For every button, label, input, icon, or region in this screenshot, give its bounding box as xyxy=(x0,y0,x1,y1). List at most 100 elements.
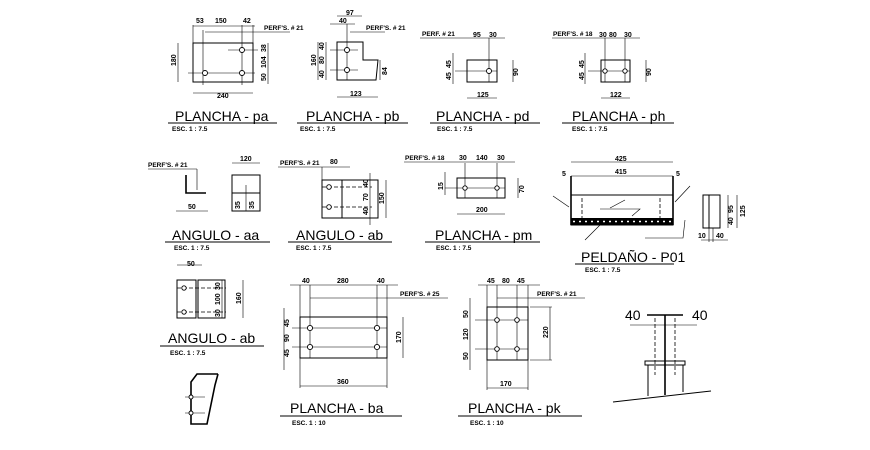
detail-title: ANGULO - ab xyxy=(296,227,383,243)
dim-label: 90 xyxy=(284,334,291,342)
perforation-label: PERF'S. # 21 xyxy=(366,25,406,32)
scale-label: ESC. 1 : 7.5 xyxy=(585,267,621,274)
scale-label: ESC. 1 : 10 xyxy=(470,420,504,427)
dim-label: 40 xyxy=(319,70,326,78)
dim-label: 84 xyxy=(382,67,389,75)
detail-plancha-pd: PERF. # 21 95 30 45 45 90 125 PLANCHA - … xyxy=(420,31,540,133)
detail-plancha-ba: 40 280 40 PERF'S. # 25 45 90 45 170 360 … xyxy=(280,278,448,427)
dim-label: 50 xyxy=(188,204,196,211)
dim-label: 160 xyxy=(236,292,243,304)
detail-post-section: 40 40 xyxy=(612,307,712,403)
dim-label: 40 xyxy=(377,278,385,285)
dim-label: 40 xyxy=(716,233,724,240)
dim-label: 30 xyxy=(497,155,505,162)
detail-plancha-pk: 45 80 45 PERF'S. # 21 50 120 50 220 170 … xyxy=(458,278,585,427)
dim-label: 45 xyxy=(487,278,495,285)
detail-angulo-ab: PERF'S. # 21 80 40 70 40 150 ANGULO - ab… xyxy=(278,159,392,252)
dim-label: 45 xyxy=(284,319,291,327)
bent-plate-profile xyxy=(190,373,219,425)
dim-label: 140 xyxy=(476,155,488,162)
dim-label: 240 xyxy=(217,93,229,100)
dim-label: 30 xyxy=(215,282,222,290)
dim-label: 45 xyxy=(284,349,291,357)
dim-label: 425 xyxy=(615,156,627,163)
perforation-label: PERF'S. # 21 xyxy=(280,160,320,167)
dim-label: 80 xyxy=(609,32,617,39)
dim-label: 122 xyxy=(610,92,622,99)
dim-label: 5 xyxy=(676,171,680,178)
dim-label: 40 xyxy=(302,278,310,285)
detail-peldano-p01: 425 415 5 5 95 40 125 10 40 PELDAÑO - P0… xyxy=(552,156,747,274)
dim-label: 35 xyxy=(235,201,242,209)
detail-title: PLANCHA - pa xyxy=(175,108,269,124)
dim-label: 160 xyxy=(311,54,318,66)
scale-label: ESC. 1 : 7.5 xyxy=(572,126,608,133)
scale-label: ESC. 1 : 7.5 xyxy=(300,126,336,133)
perforation-label: PERF. # 21 xyxy=(422,31,455,38)
detail-plancha-pm: PERF'S. # 18 30 140 30 15 70 200 PLANCHA… xyxy=(404,155,540,252)
dim-label: 40 xyxy=(339,18,347,25)
detail-title: PLANCHA - ph xyxy=(572,108,665,124)
dim-label: 5 xyxy=(562,171,566,178)
dim-label: 100 xyxy=(215,293,222,305)
dim-label: 45 xyxy=(579,72,586,80)
scale-label: ESC. 1 : 7.5 xyxy=(437,126,473,133)
dim-label: 90 xyxy=(513,68,520,76)
detail-plancha-pb: 97 40 PERF'S. # 21 160 40 80 40 84 123 P… xyxy=(297,10,408,133)
scale-label: ESC. 1 : 7.5 xyxy=(296,245,332,252)
dim-label: 38 xyxy=(261,44,268,52)
scale-label: ESC. 1 : 7.5 xyxy=(172,126,208,133)
dim-label: 30 xyxy=(459,155,467,162)
dim-label: 170 xyxy=(500,381,512,388)
detail-angulo-ab-2: 50 30 100 30 160 ANGULO - ab ESC. 1 : 7.… xyxy=(160,261,264,425)
scale-label: ESC. 1 : 7.5 xyxy=(170,350,206,357)
dim-label: 35 xyxy=(249,201,256,209)
dim-label: 50 xyxy=(261,73,268,81)
dim-label: 150 xyxy=(379,192,386,204)
dim-label: 40 xyxy=(363,179,370,187)
dim-label: 70 xyxy=(519,185,526,193)
dim-label: 95 xyxy=(728,205,735,213)
dim-label: 45 xyxy=(579,60,586,68)
detail-title: PELDAÑO - P01 xyxy=(581,249,685,265)
dim-label: 40 xyxy=(625,307,641,323)
dim-label: 360 xyxy=(337,379,349,386)
dim-label: 40 xyxy=(363,207,370,215)
dim-label: 53 xyxy=(196,18,204,25)
dim-label: 30 xyxy=(599,32,607,39)
dim-label: 15 xyxy=(438,182,445,190)
dim-label: 220 xyxy=(543,326,550,338)
dim-label: 80 xyxy=(502,278,510,285)
dim-label: 150 xyxy=(215,18,227,25)
scale-label: ESC. 1 : 7.5 xyxy=(174,245,210,252)
dim-label: 45 xyxy=(446,60,453,68)
dim-label: 80 xyxy=(330,159,338,166)
dim-label: 280 xyxy=(337,278,349,285)
detail-plancha-ph: PERF'S. # 18 30 80 30 45 45 90 122 PLANC… xyxy=(552,31,674,133)
detail-plancha-pa: 53 150 42 PERF'S. # 21 180 38 104 50 240… xyxy=(168,18,304,133)
detail-title: PLANCHA - ba xyxy=(290,400,384,416)
dim-label: 42 xyxy=(243,18,251,25)
dim-label: 125 xyxy=(740,205,747,217)
dim-label: 415 xyxy=(615,169,627,176)
dim-label: 50 xyxy=(463,352,470,360)
dim-label: 45 xyxy=(517,278,525,285)
scale-label: ESC. 1 : 7.5 xyxy=(436,245,472,252)
dim-label: 45 xyxy=(446,72,453,80)
perforation-label: PERF'S. # 18 xyxy=(553,31,593,38)
dim-label: 200 xyxy=(476,207,488,214)
dim-label: 30 xyxy=(489,32,497,39)
dim-label: 170 xyxy=(396,331,403,343)
dim-label: 10 xyxy=(698,233,706,240)
detail-title: PLANCHA - pb xyxy=(306,108,400,124)
dim-label: 95 xyxy=(473,32,481,39)
dim-label: 50 xyxy=(463,310,470,318)
dim-label: 125 xyxy=(477,92,489,99)
dim-label: 104 xyxy=(261,56,268,68)
perforation-label: PERF'S. # 18 xyxy=(405,155,445,162)
dim-label: 80 xyxy=(319,56,326,64)
dim-label: 120 xyxy=(463,328,470,340)
dim-label: 40 xyxy=(728,217,735,225)
dim-label: 70 xyxy=(363,193,370,201)
